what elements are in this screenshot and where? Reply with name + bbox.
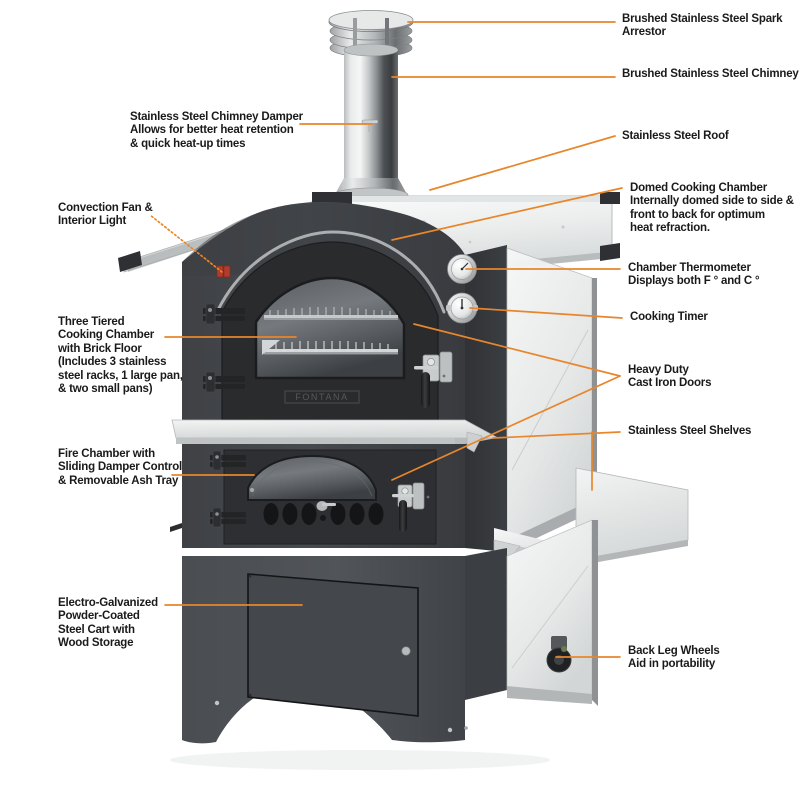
callout-back-leg-wheels: Back Leg Wheels Aid in portability (628, 645, 720, 671)
cooking-timer (446, 292, 478, 324)
brand-plate: FONTANA (284, 390, 360, 404)
callout-domed-cooking-chamber: Domed Cooking Chamber Internally domed s… (630, 182, 794, 235)
callout-stainless-roof: Stainless Steel Roof (622, 130, 729, 142)
callout-chamber-thermometer: Chamber Thermometer Displays both F ° an… (628, 262, 760, 288)
chamber-thermometer (447, 254, 477, 284)
callout-stainless-shelves: Stainless Steel Shelves (628, 425, 752, 437)
cooking-racks (262, 307, 398, 355)
callout-cooking-timer: Cooking Timer (630, 311, 708, 323)
callout-heavy-duty-doors: Heavy Duty Cast Iron Doors (628, 364, 712, 390)
callout-chimney-damper: Stainless Steel Chimney Damper Allows fo… (130, 111, 303, 150)
callout-fire-chamber: Fire Chamber with Sliding Damper Control… (58, 448, 183, 487)
chimney-assembly (328, 10, 414, 203)
sliding-damper-vents (263, 501, 384, 525)
callout-spark-arrestor: Brushed Stainless Steel Spark Arrestor (622, 13, 783, 39)
callout-chimney: Brushed Stainless Steel Chimney (622, 68, 799, 80)
callout-convection-fan: Convection Fan & Interior Light (58, 202, 153, 228)
fire-door-hinges (210, 450, 254, 528)
upper-cast-iron-door: FONTANA (221, 241, 439, 421)
upper-door-hinges (203, 303, 245, 393)
fire-chamber-body (170, 436, 507, 552)
svg-text:FONTANA: FONTANA (295, 392, 349, 402)
callout-steel-cart: Electro-Galvanized Powder-Coated Steel C… (58, 597, 158, 650)
fire-door-latch (392, 482, 430, 532)
wood-storage-door (247, 573, 419, 717)
steel-cart-base (170, 519, 598, 770)
callout-three-tiered-chamber: Three Tiered Cooking Chamber with Brick … (58, 316, 183, 396)
